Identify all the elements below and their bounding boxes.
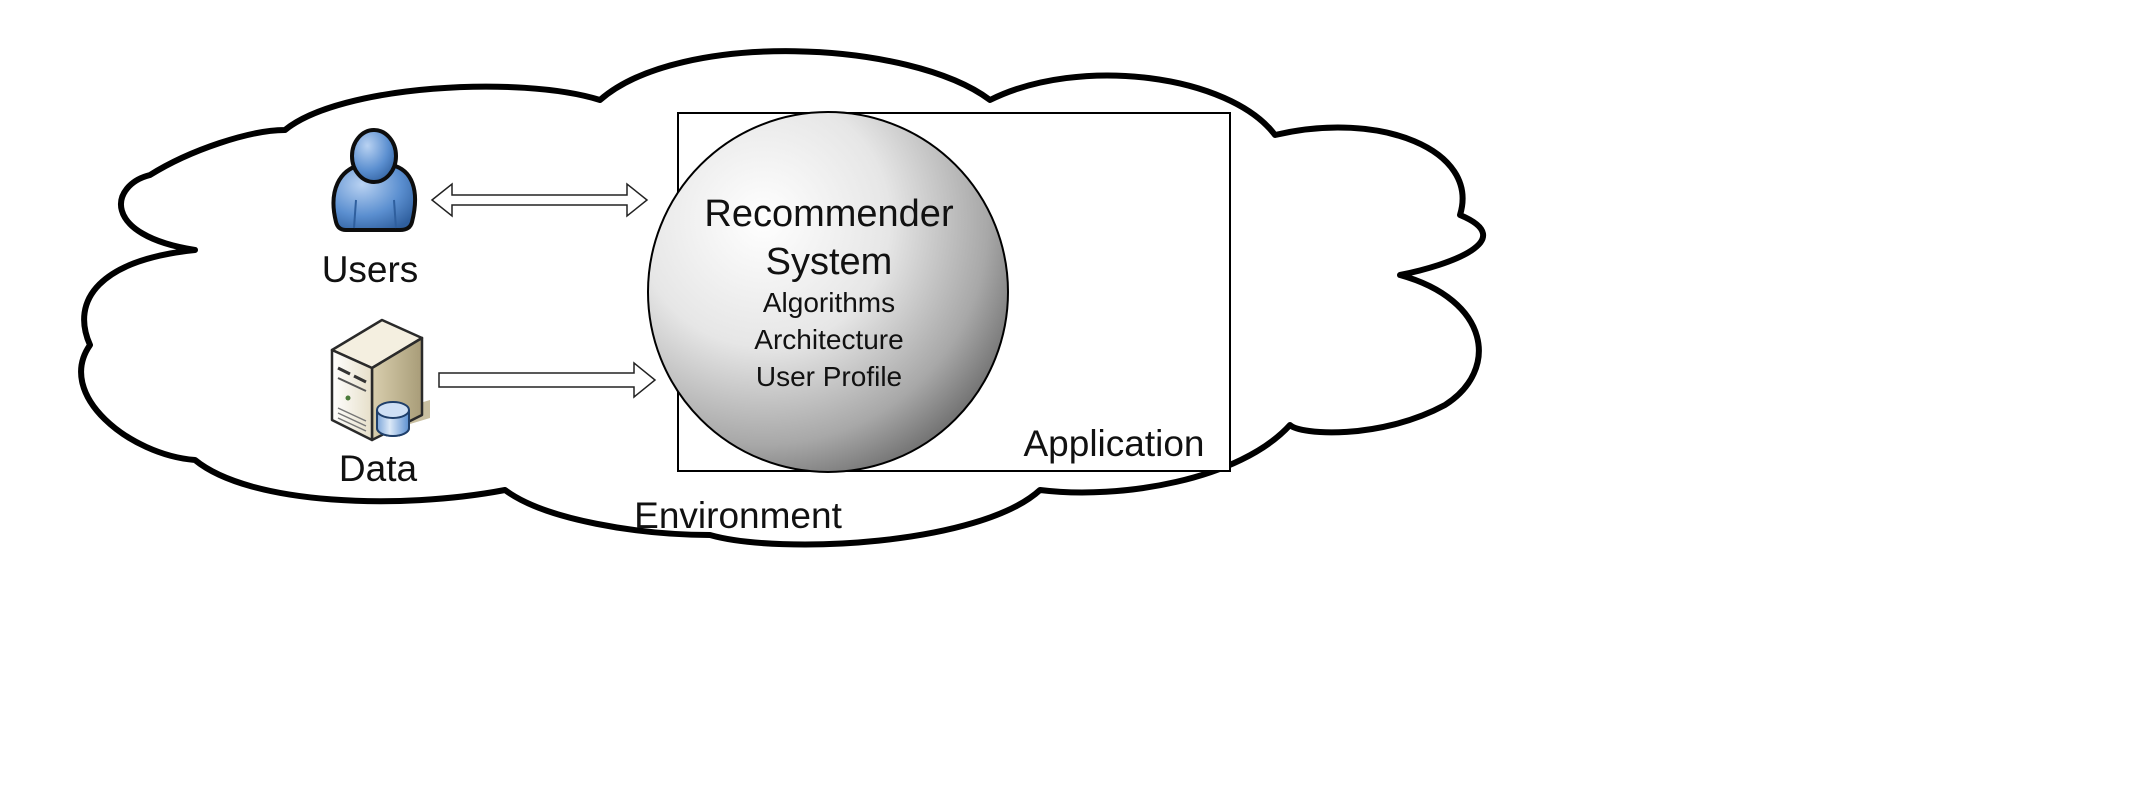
recommender-title-line1: Recommender	[704, 193, 954, 235]
environment-label: Environment	[634, 495, 842, 536]
component-user-profile: User Profile	[756, 361, 902, 392]
data-recommender-arrow	[438, 361, 657, 399]
recommender-sphere	[647, 111, 1009, 473]
user-icon	[331, 128, 418, 232]
server-database-icon	[330, 318, 430, 442]
users-label: Users	[322, 249, 419, 290]
data-label: Data	[339, 448, 418, 489]
users-recommender-arrow	[430, 182, 649, 218]
component-algorithms: Algorithms	[763, 287, 895, 318]
application-label: Application	[1023, 423, 1204, 464]
component-architecture: Architecture	[754, 324, 903, 355]
recommender-title-line2: System	[766, 241, 893, 283]
